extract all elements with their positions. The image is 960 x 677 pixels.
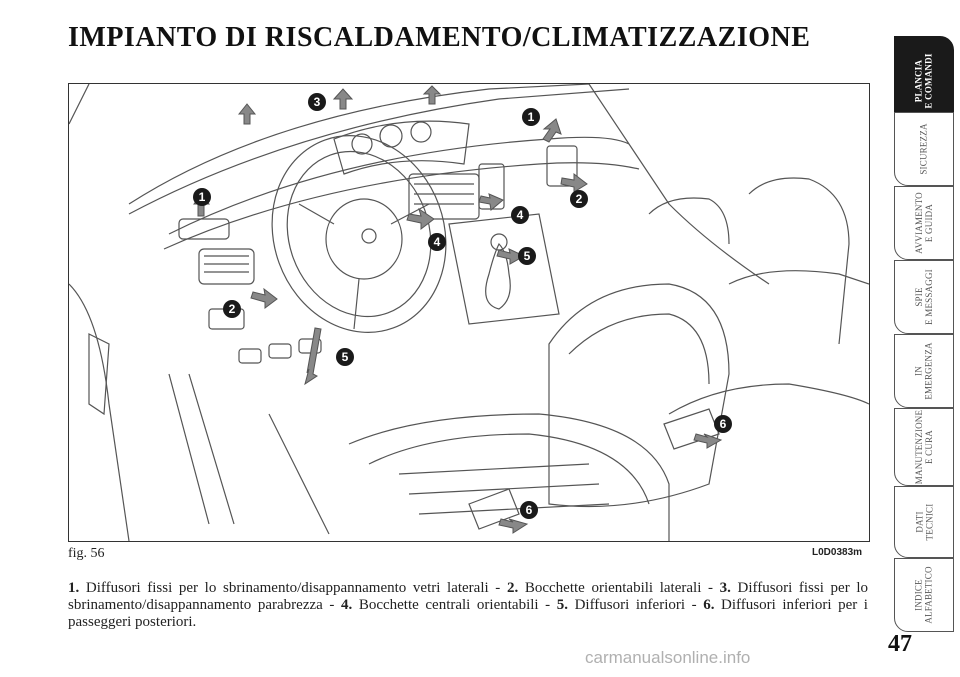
callout-badge: 1 bbox=[522, 108, 540, 126]
legend-number: 5. bbox=[556, 597, 568, 613]
callout-number: 3 bbox=[314, 95, 321, 109]
dashboard-illustration: 3 1 1 2 4 4 5 2 5 6 6 bbox=[68, 83, 870, 542]
legend-text: Bocchette orientabili laterali - bbox=[518, 580, 720, 596]
legend-number: 1. bbox=[68, 580, 80, 596]
tab-dati-tecnici[interactable]: DATI TECNICI bbox=[894, 486, 954, 558]
callout-badge: 4 bbox=[428, 233, 446, 251]
tab-label: IN EMERGENZA bbox=[913, 342, 934, 400]
line-art bbox=[69, 84, 869, 541]
legend-number: 6. bbox=[703, 597, 715, 613]
callout-badge: 2 bbox=[570, 190, 588, 208]
legend-number: 2. bbox=[506, 580, 519, 596]
callout-badges: 3 1 1 2 4 4 5 2 5 6 6 bbox=[193, 93, 732, 519]
tab-label: SPIE E MESSAGGI bbox=[913, 269, 934, 325]
callout-number: 2 bbox=[576, 192, 583, 206]
page-title: IMPIANTO DI RISCALDAMENTO/CLIMATIZZAZION… bbox=[68, 22, 811, 53]
callout-number: 2 bbox=[229, 302, 236, 316]
tab-label: MANUTENZIONE E CURA bbox=[914, 409, 935, 485]
legend-text: Diffusori fissi per lo sbrinamento/disap… bbox=[68, 580, 868, 613]
tab-label: DATI TECNICI bbox=[914, 503, 934, 541]
legend-text: Bocchette centrali orientabili - bbox=[352, 597, 557, 613]
airflow-arrows bbox=[193, 85, 723, 534]
callout-badge: 5 bbox=[336, 348, 354, 366]
callout-badge: 4 bbox=[511, 206, 529, 224]
callout-number: 4 bbox=[517, 208, 524, 222]
legend-text: Diffusori inferiori - bbox=[568, 597, 704, 613]
dashboard-drawing: 3 1 1 2 4 4 5 2 5 6 6 bbox=[69, 84, 869, 541]
callout-number: 1 bbox=[528, 110, 535, 124]
watermark: carmanualsonline.info bbox=[585, 648, 751, 667]
callout-number: 4 bbox=[434, 235, 441, 249]
page-number: 47 bbox=[888, 631, 912, 657]
callout-number: 6 bbox=[720, 417, 727, 431]
tab-avviamento-e-guida[interactable]: AVVIAMENTO E GUIDA bbox=[894, 186, 954, 260]
tab-label: PLANCIA E COMANDI bbox=[914, 53, 934, 109]
callout-number: 5 bbox=[342, 350, 349, 364]
figure-caption: fig. 56 bbox=[68, 546, 105, 561]
tab-spie-e-messaggi[interactable]: SPIE E MESSAGGI bbox=[894, 260, 954, 334]
tab-in-emergenza[interactable]: IN EMERGENZA bbox=[894, 334, 954, 408]
callout-badge: 6 bbox=[714, 415, 732, 433]
callout-badge: 5 bbox=[518, 247, 536, 265]
callout-number: 5 bbox=[524, 249, 531, 263]
legend-text: Diffusori fissi per lo sbrinamento/disap… bbox=[79, 580, 507, 596]
figure-description: 1. Diffusori fissi per lo sbrinamento/di… bbox=[68, 580, 868, 631]
callout-badge: 3 bbox=[308, 93, 326, 111]
callout-badge: 2 bbox=[223, 300, 241, 318]
callout-number: 6 bbox=[526, 503, 533, 517]
callout-badge: 1 bbox=[193, 188, 211, 206]
tab-sicurezza[interactable]: SICUREZZA bbox=[894, 112, 954, 186]
legend-text: Diffusori inferiori per i passeggeri pos… bbox=[68, 597, 868, 630]
section-tabs: PLANCIA E COMANDI SICUREZZA AVVIAMENTO E… bbox=[894, 0, 960, 677]
tab-label: SICUREZZA bbox=[919, 123, 929, 175]
callout-number: 1 bbox=[199, 190, 206, 204]
legend-number: 3. bbox=[719, 580, 731, 596]
legend-number: 4. bbox=[340, 597, 353, 613]
tab-label: INDICE ALFABETICO bbox=[914, 566, 934, 624]
tab-label: AVVIAMENTO E GUIDA bbox=[914, 192, 935, 254]
tab-indice-alfabetico[interactable]: INDICE ALFABETICO bbox=[894, 558, 954, 632]
figure-code: L0D0383m bbox=[812, 547, 863, 558]
tab-manutenzione-e-cura[interactable]: MANUTENZIONE E CURA bbox=[894, 408, 954, 486]
callout-badge: 6 bbox=[520, 501, 538, 519]
